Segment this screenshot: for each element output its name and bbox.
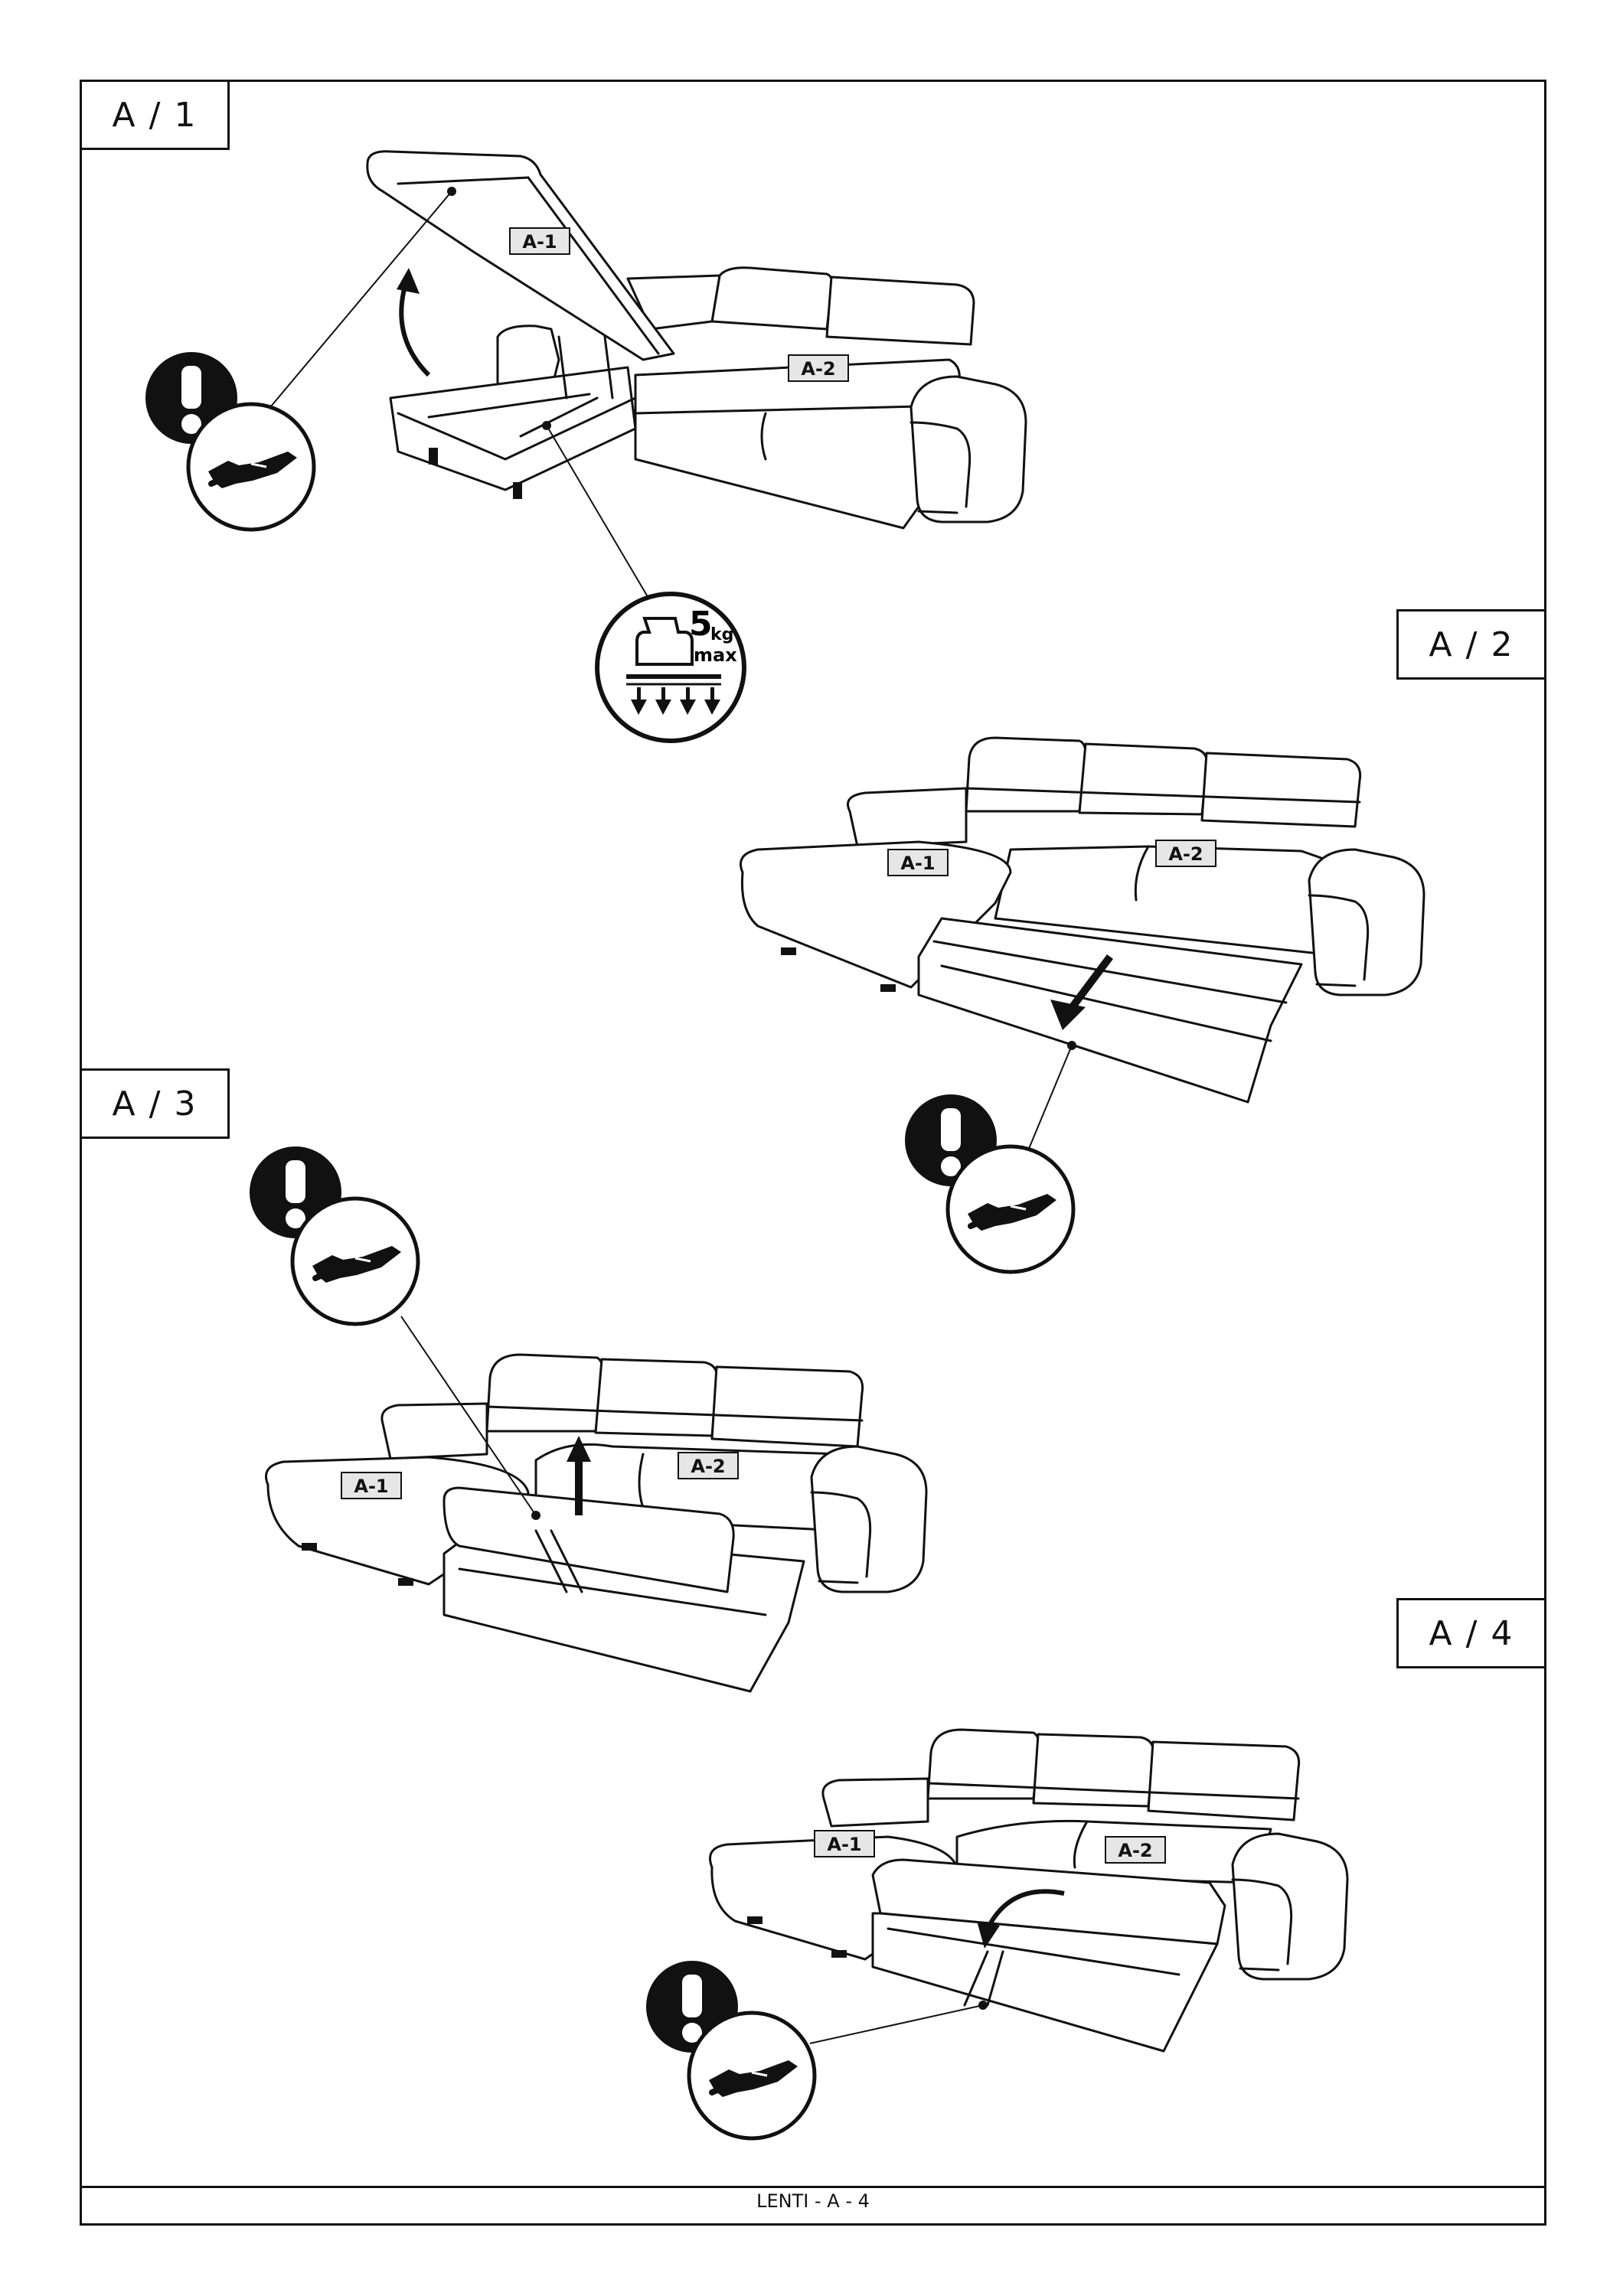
part-label-a1: A-1 (887, 849, 949, 876)
step-a2-illustration: A-1 A-2 (740, 736, 1425, 1272)
warning-exclamation-icon (646, 1961, 815, 2138)
step-a4-illustration: A-1 A-2 (646, 1728, 1349, 2138)
step-a3-illustration: A-1 A-2 (250, 1146, 928, 1693)
step-label-a1: A / 1 (80, 80, 230, 150)
step-label-a4: A / 4 (1396, 1598, 1546, 1668)
step-label-a3: A / 3 (80, 1068, 230, 1139)
page-footer: LENTI - A - 4 (756, 2190, 870, 2212)
warning-exclamation-icon (905, 1094, 1073, 1272)
part-label-a2: A-2 (1155, 840, 1216, 867)
warning-exclamation-icon (145, 352, 314, 530)
step-a1-illustration: A-1 A-2 5 kg max (145, 150, 1027, 743)
part-label-a1: A-1 (509, 227, 570, 255)
page-frame (80, 80, 1546, 2226)
part-label-a2: A-2 (1105, 1836, 1166, 1864)
svg-text:A-1: A-1 (522, 231, 557, 253)
part-label-a1: A-1 (814, 1830, 875, 1857)
svg-text:A-1: A-1 (354, 1476, 388, 1497)
part-label-a2: A-2 (678, 1452, 739, 1479)
svg-text:A-1: A-1 (900, 853, 935, 874)
svg-text:max: max (694, 644, 737, 666)
svg-text:A-2: A-2 (1168, 843, 1203, 865)
svg-text:A-2: A-2 (801, 358, 835, 380)
footer-divider (80, 2186, 1546, 2188)
svg-text:kg: kg (710, 625, 733, 644)
part-label-a2: A-2 (788, 354, 849, 382)
svg-text:A-1: A-1 (827, 1834, 861, 1855)
part-label-a1: A-1 (341, 1472, 402, 1499)
svg-text:A-2: A-2 (1118, 1840, 1152, 1861)
svg-text:5: 5 (689, 605, 713, 644)
step-label-a2: A / 2 (1396, 609, 1546, 680)
weight-limit-icon: 5 kg max (595, 592, 746, 743)
warning-exclamation-icon (250, 1146, 418, 1324)
svg-text:A-2: A-2 (691, 1456, 725, 1477)
